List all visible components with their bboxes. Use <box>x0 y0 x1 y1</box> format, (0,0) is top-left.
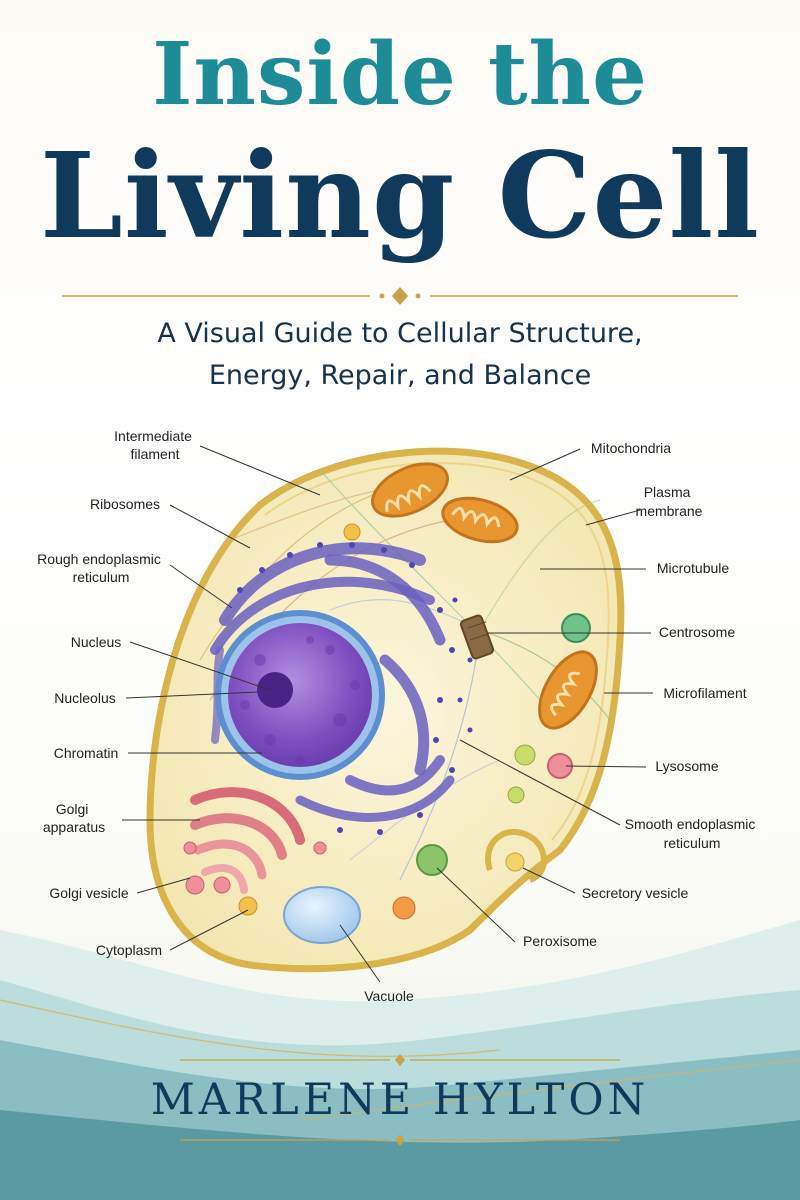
label-intermediate-filament: Intermediate filament <box>114 428 196 462</box>
cell <box>146 447 625 973</box>
label-nucleus: Nucleus <box>71 634 122 650</box>
chromatin-texture <box>240 636 360 765</box>
mitochondrion-3 <box>538 650 598 730</box>
label-centrosome: Centrosome <box>659 624 735 640</box>
mitochondrion-2 <box>441 496 519 544</box>
diamond-ornament-icon <box>392 287 408 305</box>
leader-lines <box>122 445 653 983</box>
label-vacuole: Vacuole <box>364 988 414 1004</box>
label-plasma-membrane: Plasma membrane <box>636 484 703 519</box>
subtitle-line-1: A Visual Guide to Cellular Structure, <box>157 318 643 349</box>
label-ribosomes: Ribosomes <box>90 496 160 512</box>
label-peroxisome: Peroxisome <box>523 933 597 949</box>
label-nucleolus: Nucleolus <box>54 690 115 706</box>
author-name: MARLENE HYLTON <box>150 1075 650 1125</box>
label-lysosome: Lysosome <box>655 758 719 774</box>
centrosome-sphere <box>561 613 591 643</box>
title-line-2: Living Cell <box>39 126 761 265</box>
nucleolus <box>257 672 293 708</box>
title-line-1: Inside the <box>152 24 648 125</box>
label-microtubule: Microtubule <box>657 560 730 576</box>
subtitle-line-2: Energy, Repair, and Balance <box>208 360 592 391</box>
divider-author <box>180 1054 620 1146</box>
label-rough-er: Rough endoplasmic reticulum <box>37 551 165 585</box>
mitochondrion-1 <box>371 462 449 518</box>
divider-top <box>62 287 738 305</box>
golgi-vesicle <box>185 875 205 895</box>
label-microfilament: Microfilament <box>663 685 746 701</box>
label-smooth-er: Smooth endoplasmic reticulum <box>625 816 760 851</box>
nucleus <box>228 623 372 767</box>
label-golgi-vesicle: Golgi vesicle <box>49 885 129 901</box>
wave-background <box>0 920 800 1200</box>
vacuole <box>283 886 361 944</box>
golgi-apparatus <box>190 787 305 894</box>
centrosome <box>459 614 495 660</box>
label-chromatin: Chromatin <box>54 745 119 761</box>
label-secretory-vesicle: Secretory vesicle <box>582 885 689 901</box>
peroxisome <box>416 844 448 876</box>
secretory-vesicle <box>485 828 547 883</box>
rough-er <box>210 542 455 822</box>
label-cytoplasm: Cytoplasm <box>96 942 162 958</box>
label-golgi-apparatus: Golgi apparatus <box>43 801 105 835</box>
label-mitochondria: Mitochondria <box>591 440 671 456</box>
